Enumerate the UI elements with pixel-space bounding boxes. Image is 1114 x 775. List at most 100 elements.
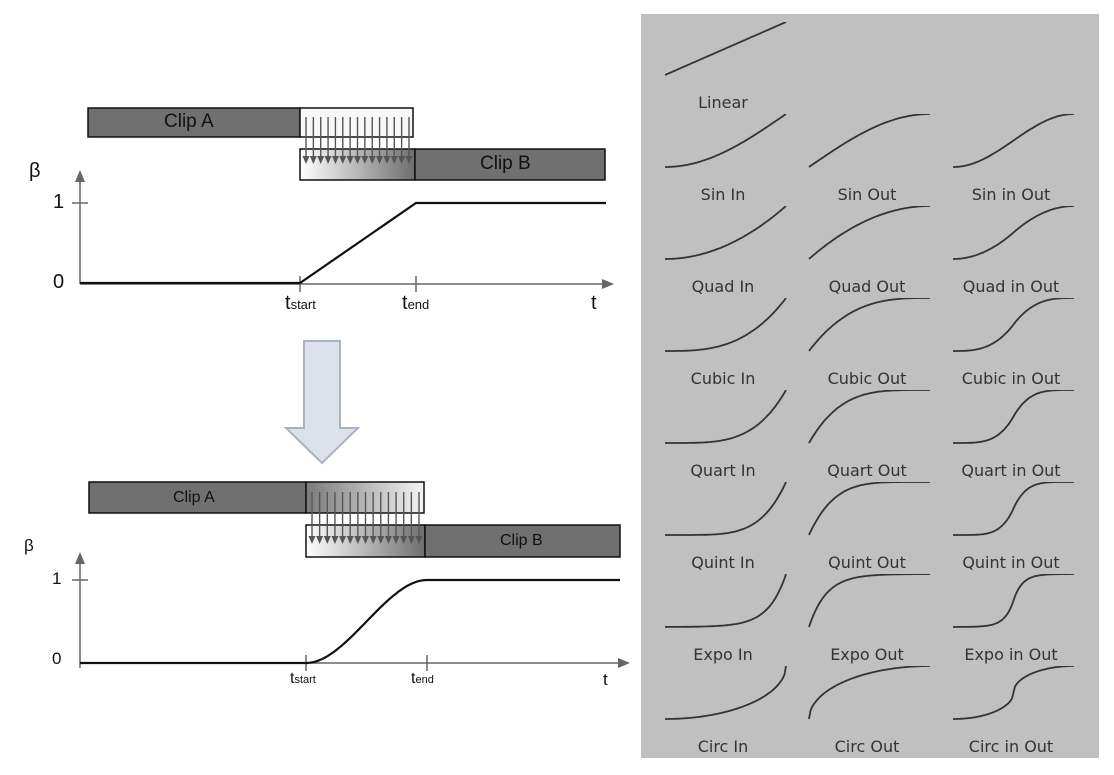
easing-curve-cubic-in <box>665 298 787 352</box>
easing-cell-circ-out: Circ Out <box>785 666 930 758</box>
easing-label: Circ in Out <box>968 737 1054 756</box>
easing-label: Expo In <box>693 645 753 664</box>
easing-curve-quad-in <box>665 206 787 260</box>
easing-cell-expo-in: Expo In <box>641 574 787 666</box>
blend-arrowhead <box>390 156 398 164</box>
easing-label: Cubic Out <box>827 369 907 388</box>
easing-cell-quad-in: Quad In <box>641 206 787 298</box>
bottom-blend-diagram <box>72 481 630 671</box>
blend-arrowhead <box>376 156 384 164</box>
easing-curve-expo-out <box>808 574 931 628</box>
bottom-blend-arrows <box>308 492 423 544</box>
easing-label: Quart Out <box>827 461 907 480</box>
easing-cell-expo-in-out: Expo in Out <box>929 574 1074 666</box>
easing-cell-quart-in: Quart In <box>641 390 787 482</box>
top-clip-a-bar <box>87 107 301 138</box>
easing-cell-sin-in-out: Sin in Out <box>929 114 1074 206</box>
blend-arrowhead <box>415 536 423 544</box>
blend-arrowhead <box>324 156 332 164</box>
bottom-tstart-sub: start <box>294 674 316 686</box>
top-tstart-sub: start <box>290 297 316 312</box>
top-clip-b-label: Clip B <box>480 153 531 174</box>
easing-curve-sin-in-out <box>953 114 1074 168</box>
blend-arrowhead <box>316 536 324 544</box>
blend-arrowhead <box>346 156 354 164</box>
blend-arrowhead <box>392 536 400 544</box>
blend-arrowhead <box>405 156 413 164</box>
easing-label: Sin In <box>700 185 746 204</box>
easing-label: Circ In <box>697 737 749 756</box>
blend-arrowhead <box>308 536 316 544</box>
blend-arrowhead <box>383 156 391 164</box>
easing-curve-quart-in <box>665 390 787 444</box>
top-x-axis-label: t <box>591 292 597 314</box>
easing-cell-circ-in-out: Circ in Out <box>929 666 1074 758</box>
easing-cell-quad-out: Quad Out <box>785 206 930 298</box>
blend-arrowhead <box>377 536 385 544</box>
bottom-clip-a-label: Clip A <box>173 489 215 506</box>
top-tend-base: t <box>402 292 408 314</box>
easing-cell-quint-out: Quint Out <box>785 482 930 574</box>
top-clip-a-overlap <box>299 107 414 138</box>
top-blend-arrows <box>302 117 413 164</box>
easing-curve-quint-out <box>808 482 930 536</box>
blend-arrowhead <box>384 536 392 544</box>
easing-label: Quart in Out <box>961 461 1061 480</box>
easing-cell-cubic-out: Cubic Out <box>785 298 930 390</box>
bottom-tend-base: t <box>411 670 416 687</box>
top-tstart-label: tstart <box>285 292 316 315</box>
easing-curve-circ-in <box>665 666 787 720</box>
blend-arrowhead <box>400 536 408 544</box>
bottom-tend-label: tend <box>411 670 434 688</box>
easing-cell-quart-out: Quart Out <box>785 390 930 482</box>
blend-arrowhead <box>362 536 369 544</box>
bottom-tick-1-label: 1 <box>52 569 62 588</box>
easing-label: Circ Out <box>834 737 900 756</box>
easing-cell-linear: Linear <box>641 22 787 114</box>
blend-arrowhead <box>302 156 310 164</box>
blend-arrowhead <box>368 156 376 164</box>
top-tick-0-label: 0 <box>53 271 65 293</box>
easing-cell-cubic-in-out: Cubic in Out <box>929 298 1074 390</box>
easing-label: Expo Out <box>830 645 904 664</box>
blend-arrowhead <box>354 536 362 544</box>
easing-label: Cubic in Out <box>961 369 1061 388</box>
easing-label: Quint in Out <box>962 553 1060 572</box>
easing-curve-cubic-in-out <box>953 298 1074 352</box>
blend-arrowhead <box>398 156 406 164</box>
easing-curve-quad-out <box>808 206 930 260</box>
easing-label: Quad Out <box>828 277 906 296</box>
blend-arrowhead <box>354 156 361 164</box>
easing-cell-expo-out: Expo Out <box>785 574 931 666</box>
bottom-y-axis-arrowhead <box>75 552 85 564</box>
easing-cell-circ-in: Circ In <box>641 666 787 758</box>
easing-curve-cubic-out <box>808 298 930 352</box>
easing-cell-cubic-in: Cubic In <box>641 298 787 390</box>
bottom-clip-b-label: Clip B <box>500 532 543 549</box>
blend-arrowhead <box>346 536 354 544</box>
bottom-blend-weight-curve <box>80 578 620 665</box>
easing-label: Expo in Out <box>964 645 1058 664</box>
easing-label: Cubic In <box>690 369 756 388</box>
blend-arrowhead <box>407 536 415 544</box>
bottom-x-axis-arrowhead <box>618 658 630 668</box>
top-clip-a-label: Clip A <box>164 111 214 132</box>
easing-cell-sin-in: Sin In <box>641 114 787 206</box>
top-tend-sub: end <box>407 297 430 312</box>
easing-curve-circ-out <box>808 666 930 720</box>
easing-curve-sin-in <box>665 114 787 168</box>
blend-arrowhead <box>339 536 347 544</box>
easing-label: Sin in Out <box>971 185 1051 204</box>
top-x-axis-arrowhead <box>602 279 614 289</box>
blend-arrowhead <box>331 536 339 544</box>
easing-curve-expo-in-out <box>953 574 1074 628</box>
top-blend-diagram <box>72 107 614 292</box>
easing-curve-quint-in <box>665 482 787 536</box>
easing-label: Quint In <box>691 553 755 572</box>
easing-label: Quad In <box>691 277 755 296</box>
easing-cell-quad-in-out: Quad in Out <box>929 206 1074 298</box>
easing-curve-expo-in <box>664 574 787 628</box>
easing-curve-quart-in-out <box>953 390 1074 444</box>
transition-down-arrow <box>283 340 361 465</box>
